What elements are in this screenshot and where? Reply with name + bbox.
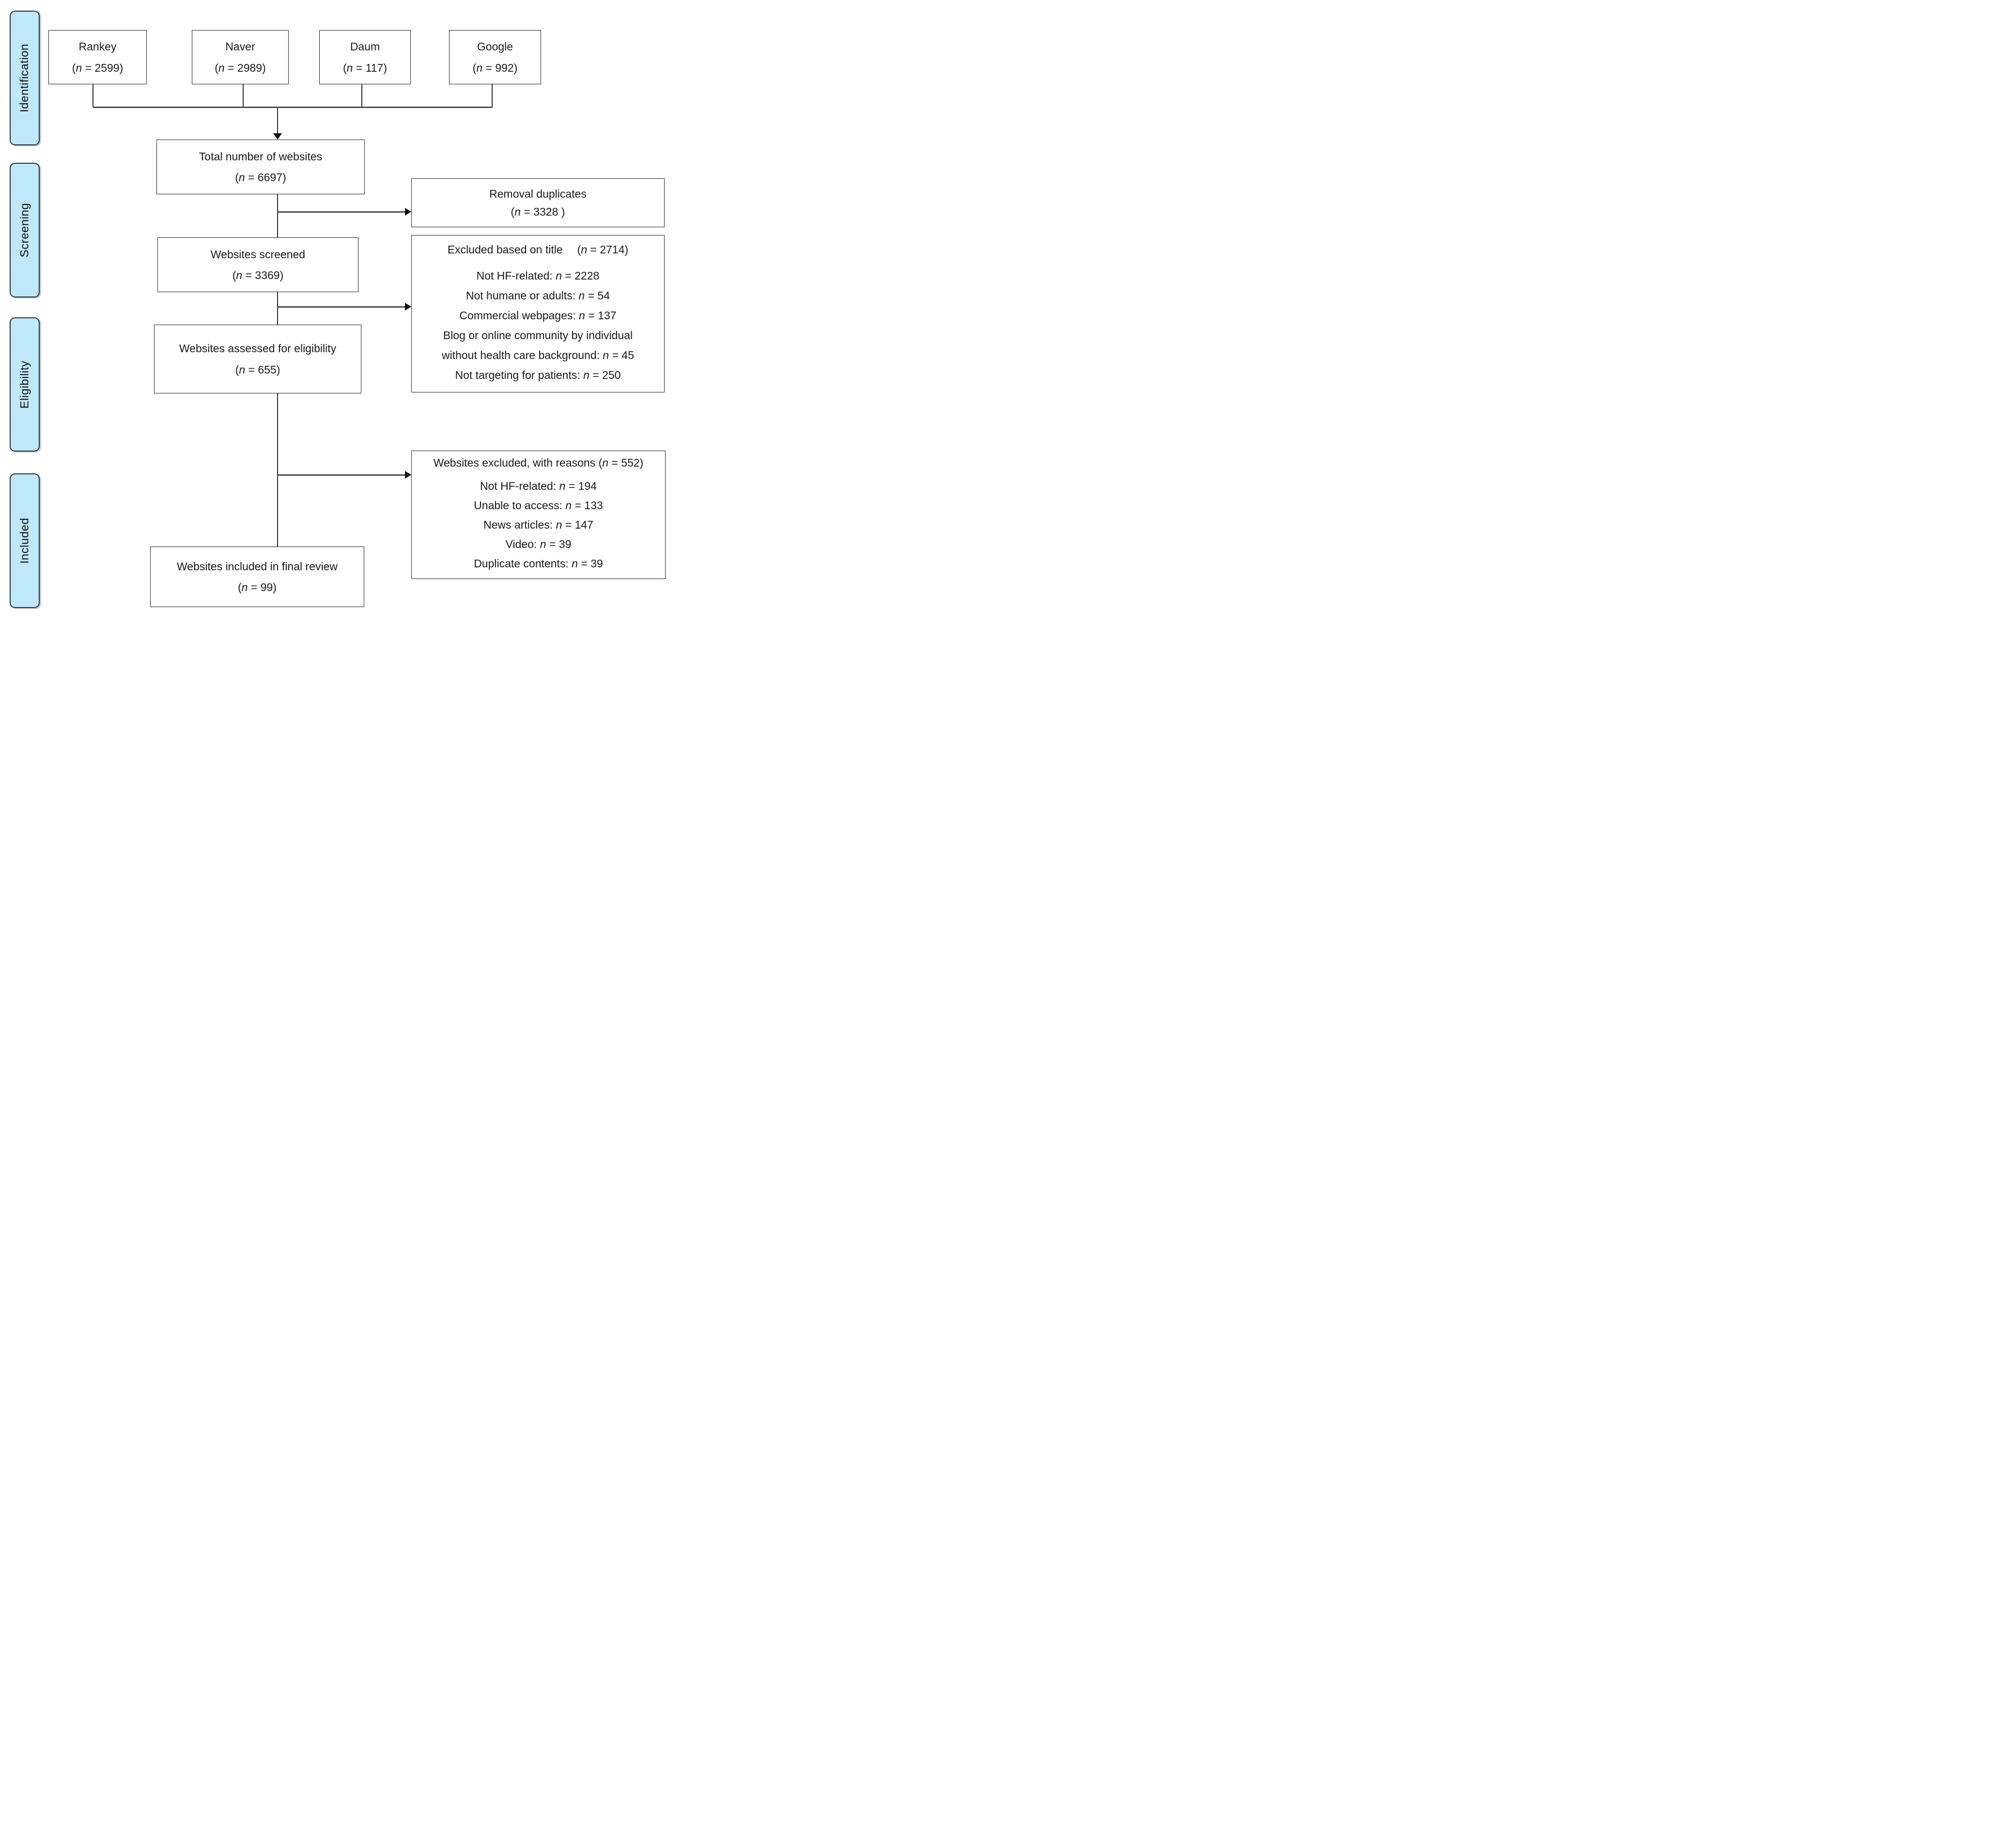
connector-collector-line [93,107,493,108]
flow-box-final-included: Websites included in final review (n = 9… [150,547,364,607]
reason-line: Not humane or adults: n = 54 [465,289,610,302]
removal-duplicates-count: (n = 3328 ) [511,205,565,218]
source-google-count: (n = 992) [472,61,518,74]
stage-identification-label: Identification [18,44,31,112]
side-box-removal-duplicates: Removal duplicates (n = 3328 ) [411,178,665,227]
connector-drop-to-total [277,108,278,134]
source-box-rankey: Rankey (n = 2599) [48,30,147,84]
reason-line: Not HF-related: n = 2228 [476,269,600,282]
reason-line: without health care background: n = 45 [441,349,635,361]
reason-line: Not targeting for patients: n = 250 [455,369,621,381]
source-box-naver: Naver (n = 2989) [192,30,289,84]
reason-line: Unable to access: n = 133 [474,499,603,512]
excluded-with-reasons-heading: Websites excluded, with reasons (n = 552… [433,456,644,469]
final-included-title: Websites included in final review [177,560,338,573]
arrowhead-into-excluded-title [405,303,411,311]
reason-line: Duplicate contents: n = 39 [474,557,603,570]
source-google-name: Google [477,40,513,53]
total-websites-count: (n = 6697) [235,171,286,184]
side-box-excluded-by-title: Excluded based on title (n = 2714) Not H… [411,235,665,392]
flow-box-total-websites: Total number of websites (n = 6697) [156,140,365,194]
source-box-google: Google (n = 992) [449,30,541,84]
side-box-excluded-with-reasons: Websites excluded, with reasons (n = 552… [411,451,666,579]
stage-eligibility-label: Eligibility [18,360,31,408]
reason-line: Video: n = 39 [505,538,572,550]
reason-line: Commercial webpages: n = 137 [459,309,617,322]
arrowhead-into-total [273,133,282,140]
source-daum-name: Daum [350,40,380,53]
connector-google-stub [492,84,493,108]
connector-assessed-to-final [277,393,278,547]
excluded-by-title-reasons: Not HF-related: n = 2228 Not humane or a… [417,269,659,382]
connector-branch-excluded-title [278,306,406,308]
connector-branch-removal [278,211,406,213]
prisma-flow-diagram: Identification Screening Eligibility Inc… [0,0,673,611]
arrowhead-into-removal [405,208,411,216]
source-rankey-name: Rankey [78,40,117,53]
websites-screened-title: Websites screened [210,248,306,261]
reason-line: News articles: n = 147 [483,518,593,531]
stage-included: Included [10,473,40,608]
source-rankey-count: (n = 2599) [72,61,124,74]
source-daum-count: (n = 117) [342,61,387,74]
removal-duplicates-title: Removal duplicates [489,187,587,200]
final-included-count: (n = 99) [238,581,277,594]
stage-screening: Screening [10,163,40,297]
source-naver-count: (n = 2989) [215,61,266,74]
connector-total-to-screened [277,194,278,237]
stage-identification: Identification [10,11,40,145]
connector-naver-stub [243,84,244,107]
total-websites-title: Total number of websites [199,150,323,163]
stage-screening-label: Screening [18,203,31,258]
flow-box-websites-screened: Websites screened (n = 3369) [157,237,358,292]
websites-assessed-count: (n = 655) [235,363,280,376]
excluded-with-reasons-list: Not HF-related: n = 194 Unable to access… [417,479,660,570]
websites-assessed-title: Websites assessed for eligibility [179,342,337,355]
arrowhead-into-excluded-reasons [405,471,411,479]
connector-daum-stub [361,84,362,107]
connector-branch-excluded-reasons [278,474,406,476]
stage-included-label: Included [18,517,31,564]
stage-eligibility: Eligibility [10,317,40,452]
websites-screened-count: (n = 3369) [232,269,284,281]
excluded-with-reasons-heading-row: Websites excluded, with reasons (n = 552… [417,456,660,469]
source-naver-name: Naver [225,40,255,53]
source-box-daum: Daum (n = 117) [319,30,411,84]
reason-line: Not HF-related: n = 194 [480,480,597,492]
excluded-by-title-count: (n = 2714) [577,243,629,256]
excluded-by-title-heading: Excluded based on title [447,243,563,256]
excluded-by-title-heading-row: Excluded based on title (n = 2714) [417,242,659,257]
connector-screened-to-assessed [277,292,278,325]
flow-box-websites-assessed: Websites assessed for eligibility (n = 6… [154,325,361,393]
reason-line: Blog or online community by individual [443,329,633,342]
